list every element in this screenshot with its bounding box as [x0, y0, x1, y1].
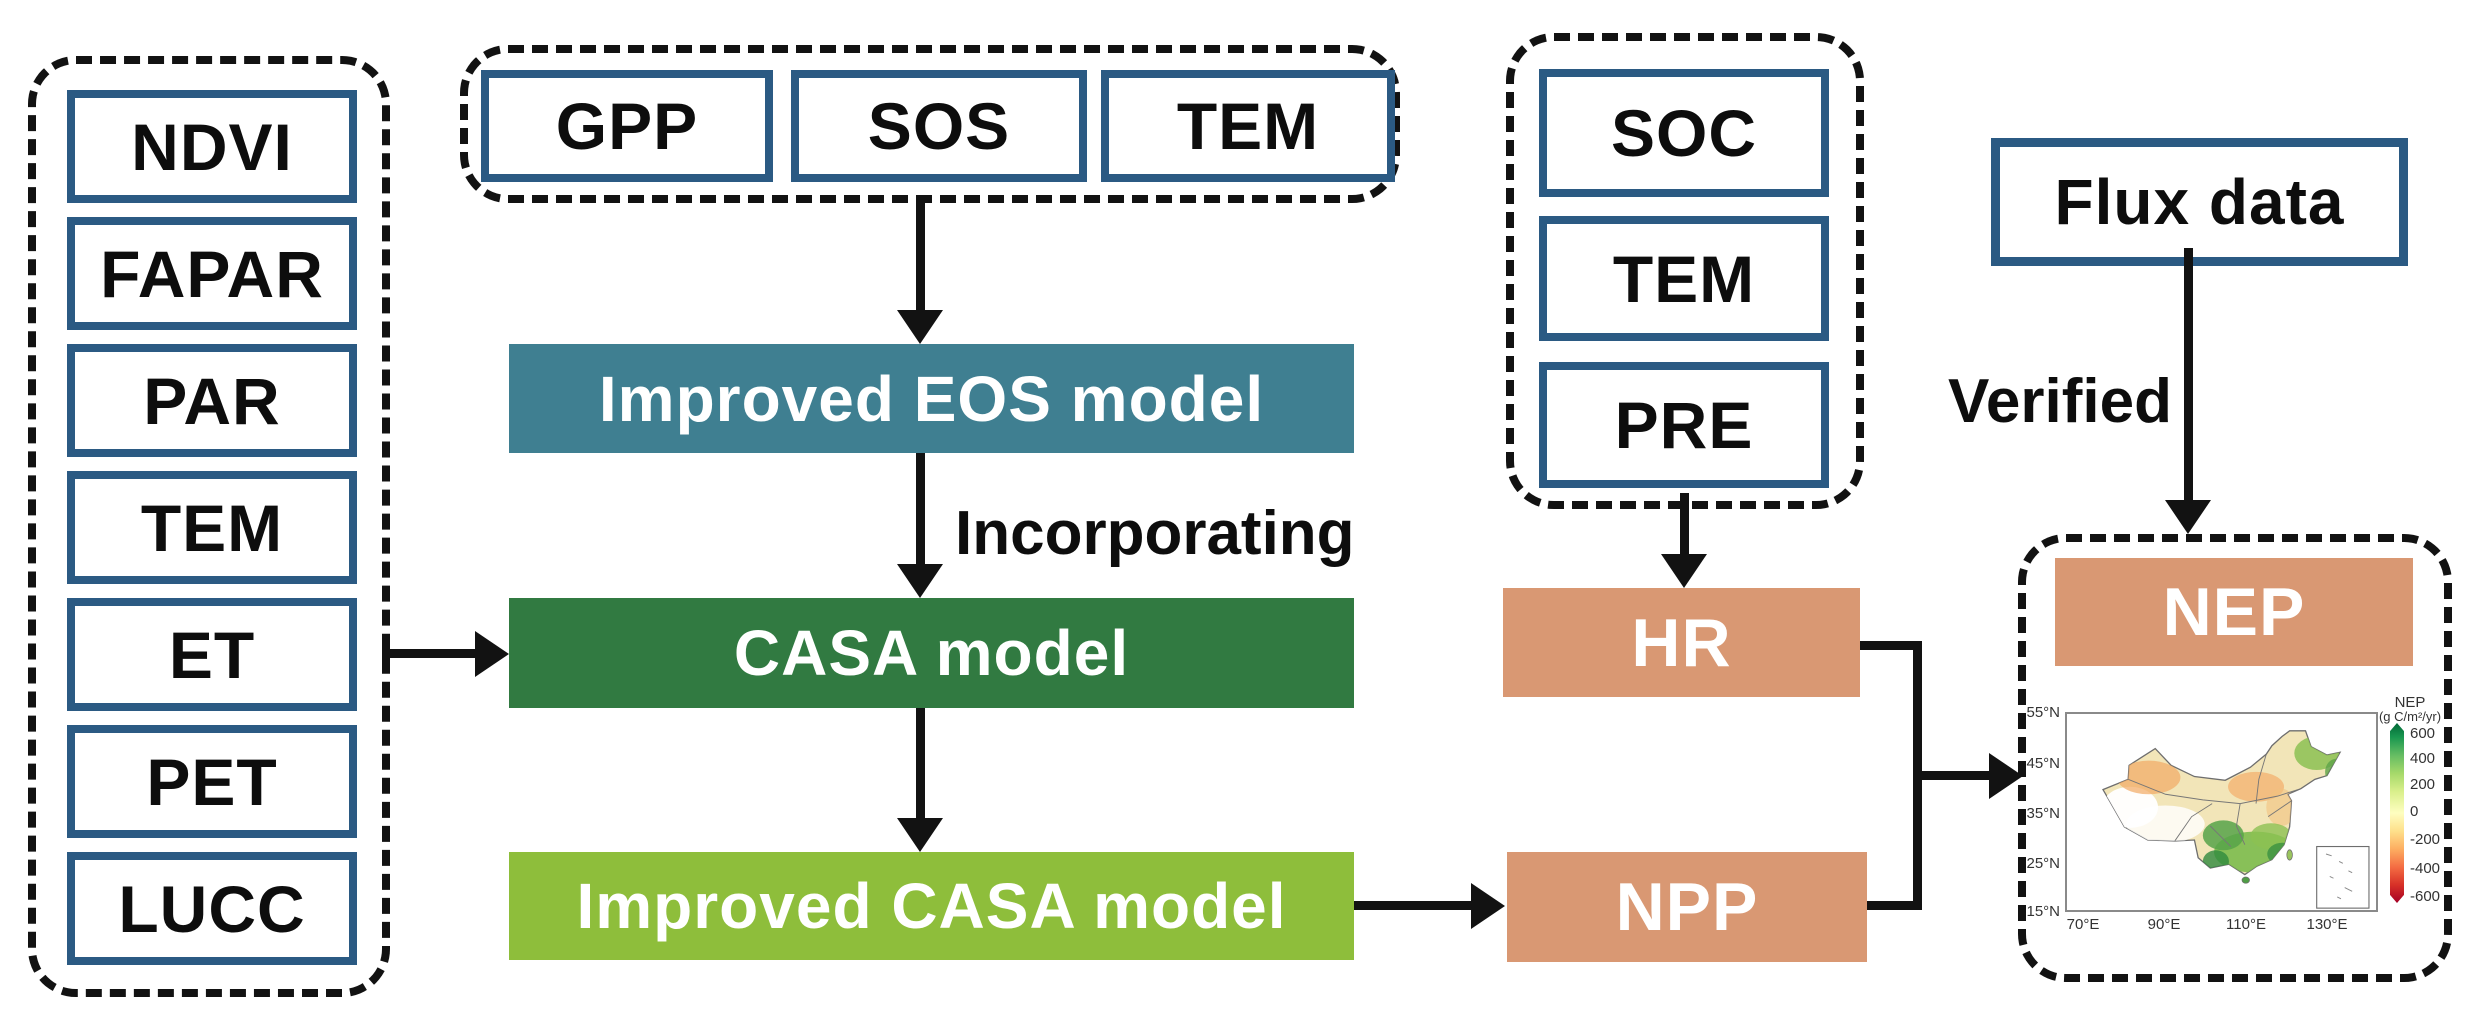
xtick-130e: 130°E	[2306, 916, 2348, 933]
casa-model-box: CASA model	[509, 598, 1354, 708]
arrow-merge-to-nep-head	[1989, 753, 2023, 799]
ytick-25n: 25°N	[2026, 855, 2060, 872]
input-et: ET	[67, 598, 357, 711]
arrow-top-inputs-to-eos-line	[916, 195, 925, 312]
input-lucc: LUCC	[67, 852, 357, 965]
arrow-casa-to-improved-casa-line	[916, 708, 925, 820]
input-tem-right: TEM	[1539, 216, 1829, 341]
cbtick-200: 200	[2410, 776, 2436, 793]
input-pre: PRE	[1539, 362, 1829, 488]
ytick-15n: 15°N	[2026, 903, 2060, 920]
arrow-right-inputs-to-hr-head	[1661, 554, 1707, 588]
connector-npp-right	[1867, 901, 1922, 910]
left-inputs-group	[28, 56, 390, 997]
arrow-flux-to-nep-head	[2165, 500, 2211, 534]
nep-group-border	[2018, 534, 2452, 982]
arrow-merge-to-nep-line	[1917, 771, 1991, 780]
arrow-casa-to-improved-casa-head	[897, 818, 943, 852]
arrow-top-inputs-to-eos-head	[897, 310, 943, 344]
cbtick-600: 600	[2410, 725, 2436, 742]
improved-casa-model-box: Improved CASA model	[509, 852, 1354, 960]
input-sos: SOS	[791, 70, 1087, 182]
hr-box: HR	[1503, 588, 1860, 697]
south-china-sea-inset	[2316, 845, 2370, 909]
verified-label: Verified	[1948, 367, 2172, 436]
connector-hr-right	[1860, 641, 1922, 650]
input-pet: PET	[67, 725, 357, 838]
cbtick-n600: -600	[2410, 888, 2441, 905]
hainan-island	[2241, 876, 2250, 884]
arrow-left-inputs-to-casa-line	[382, 649, 475, 658]
ytick-35n: 35°N	[2026, 805, 2060, 822]
arrow-eos-to-casa-head	[897, 564, 943, 598]
arrow-eos-to-casa-line	[916, 453, 925, 566]
input-gpp: GPP	[481, 70, 773, 182]
nep-china-map-plot	[2065, 712, 2378, 912]
improved-eos-model-box: Improved EOS model	[509, 344, 1354, 453]
xtick-110e: 110°E	[2226, 916, 2266, 933]
flux-data-box: Flux data	[1991, 138, 2408, 266]
incorporating-label: Incorporating	[955, 499, 1355, 568]
arrow-flux-to-nep-line	[2184, 248, 2193, 502]
ytick-45n: 45°N	[2026, 755, 2060, 772]
input-tem-left: TEM	[67, 471, 357, 584]
input-tem-top: TEM	[1101, 70, 1395, 182]
colorbar-unit: (g C/m²/yr)	[2378, 709, 2442, 724]
xtick-70e: 70°E	[2066, 916, 2100, 933]
taiwan-island	[2286, 849, 2293, 861]
arrow-improved-casa-to-npp-head	[1471, 883, 1505, 929]
colorbar-title: NEP	[2394, 694, 2426, 711]
cbtick-n200: -200	[2410, 831, 2441, 848]
npp-box: NPP	[1507, 852, 1867, 962]
input-fapar: FAPAR	[67, 217, 357, 330]
top-inputs-group	[460, 45, 1400, 203]
input-soc: SOC	[1539, 69, 1829, 197]
ytick-55n: 55°N	[2026, 704, 2060, 721]
xtick-90e: 90°E	[2147, 916, 2181, 933]
arrow-left-inputs-to-casa-head	[475, 631, 509, 677]
inset-islands	[2325, 853, 2353, 900]
arrow-right-inputs-to-hr-line	[1680, 493, 1689, 556]
cbtick-n400: -400	[2410, 860, 2441, 877]
nep-colorbar	[2390, 723, 2404, 903]
nep-box: NEP	[2055, 558, 2413, 666]
input-par: PAR	[67, 344, 357, 457]
cbtick-0: 0	[2410, 803, 2419, 820]
nep-result-group: NEP	[2018, 534, 2452, 982]
arrow-improved-casa-to-npp-line	[1354, 901, 1473, 910]
cbtick-400: 400	[2410, 750, 2436, 767]
china-map	[2102, 730, 2370, 909]
input-ndvi: NDVI	[67, 90, 357, 203]
